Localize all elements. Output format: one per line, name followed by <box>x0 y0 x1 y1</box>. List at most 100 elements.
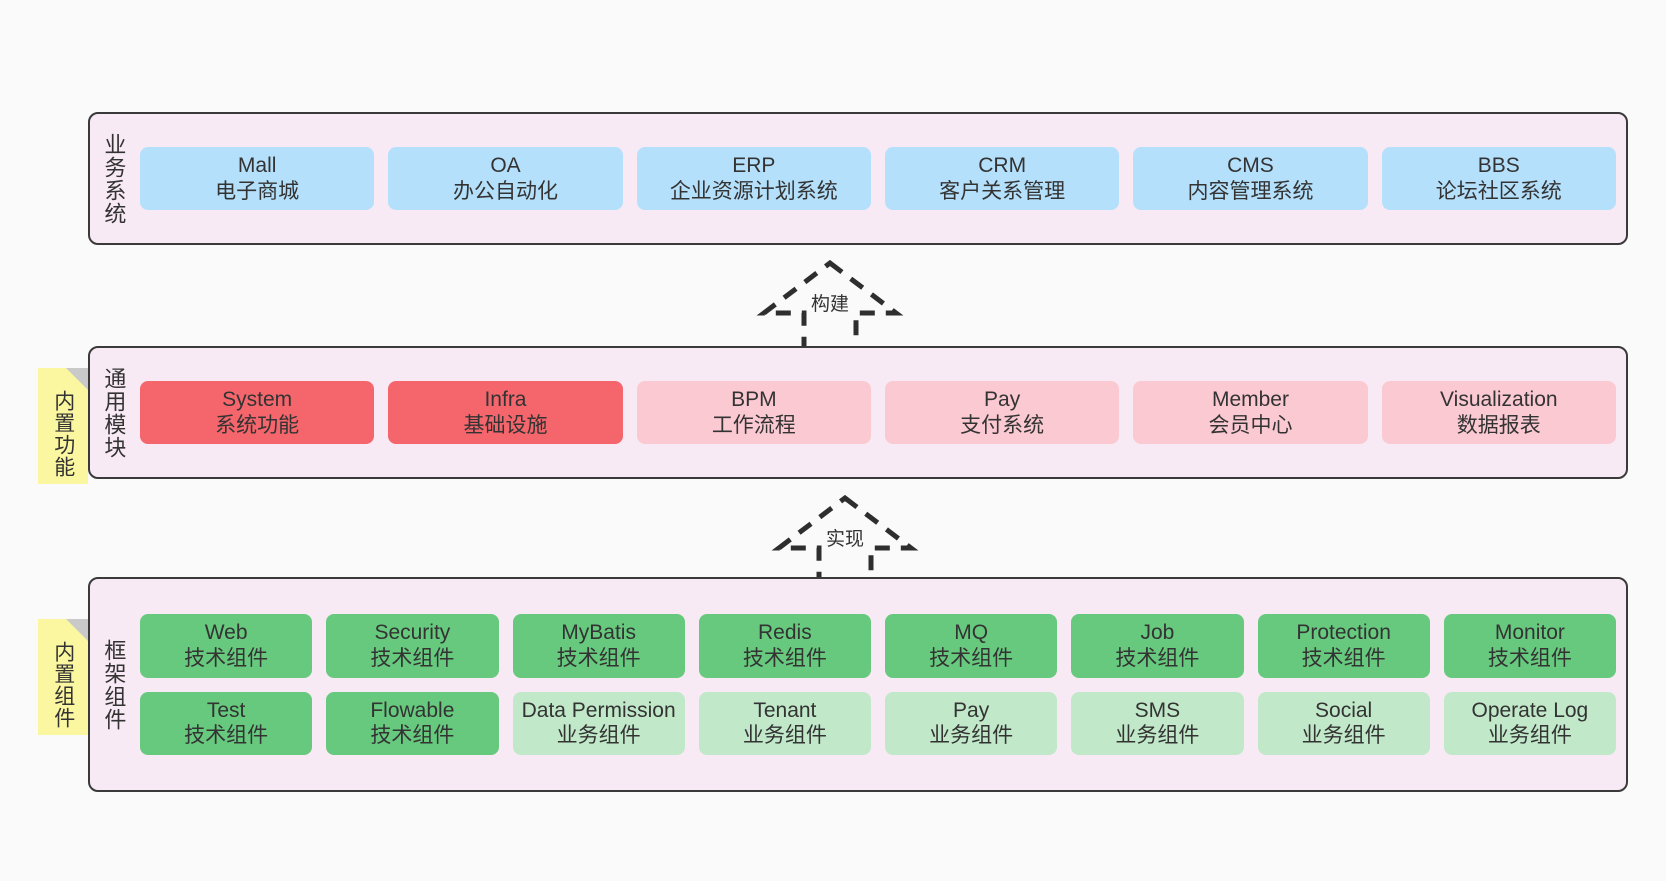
card-oa[interactable]: OA 办公自动化 <box>388 146 623 211</box>
card-pay-component-title: Pay <box>953 698 990 722</box>
card-web-subtitle: 技术组件 <box>184 646 269 670</box>
layer-business-systems-title: 业务系统 <box>101 132 127 225</box>
card-cms[interactable]: CMS 内容管理系统 <box>1133 146 1368 211</box>
card-job[interactable]: Job 技术组件 <box>1071 614 1244 678</box>
card-monitor-title: Monitor <box>1494 621 1565 645</box>
card-system-title: System <box>222 387 293 411</box>
card-mybatis[interactable]: MyBatis 技术组件 <box>512 614 685 678</box>
card-crm-title: CRM <box>978 153 1027 177</box>
card-monitor[interactable]: Monitor 技术组件 <box>1443 614 1616 678</box>
card-tenant-subtitle: 业务组件 <box>742 724 827 748</box>
card-mybatis-title: MyBatis <box>561 621 636 645</box>
card-flowable-subtitle: 技术组件 <box>370 724 455 748</box>
card-pay-component[interactable]: Pay 业务组件 <box>885 691 1058 755</box>
layer-business-systems-body: Mall 电子商城 OA 办公自动化 ERP 企业资源计划系统 CRM 客户关系… <box>136 114 1626 243</box>
connector-build: 构建 <box>755 255 905 355</box>
card-bbs-subtitle: 论坛社区系统 <box>1435 179 1562 203</box>
card-oa-title: OA <box>490 153 521 177</box>
card-mq[interactable]: MQ 技术组件 <box>885 614 1058 678</box>
card-operate-log[interactable]: Operate Log 业务组件 <box>1443 691 1616 755</box>
card-security-title: Security <box>374 621 451 645</box>
card-sms[interactable]: SMS 业务组件 <box>1071 691 1244 755</box>
card-pay-component-subtitle: 业务组件 <box>929 724 1014 748</box>
card-mall-title: Mall <box>237 153 277 177</box>
card-infra[interactable]: Infra 基础设施 <box>388 380 623 445</box>
note-builtin-components: 内置组件 <box>38 619 88 735</box>
note-builtin-components-label: 内置组件 <box>51 641 75 729</box>
card-social-subtitle: 业务组件 <box>1301 724 1386 748</box>
card-tenant[interactable]: Tenant 业务组件 <box>698 691 871 755</box>
card-mybatis-subtitle: 技术组件 <box>556 646 641 670</box>
card-social[interactable]: Social 业务组件 <box>1257 691 1430 755</box>
card-oa-subtitle: 办公自动化 <box>452 179 558 203</box>
card-visualization-subtitle: 数据报表 <box>1456 413 1541 437</box>
card-web-title: Web <box>204 621 248 645</box>
business-systems-row: Mall 电子商城 OA 办公自动化 ERP 企业资源计划系统 CRM 客户关系… <box>140 146 1616 211</box>
card-bbs[interactable]: BBS 论坛社区系统 <box>1381 146 1616 211</box>
card-mq-subtitle: 技术组件 <box>929 646 1014 670</box>
card-flowable-title: Flowable <box>370 698 455 722</box>
connector-implement: 实现 <box>770 490 920 590</box>
card-redis-subtitle: 技术组件 <box>742 646 827 670</box>
card-protection-subtitle: 技术组件 <box>1301 646 1386 670</box>
card-bpm-title: BPM <box>731 387 777 411</box>
note-fold-corner-icon <box>66 368 88 390</box>
card-erp-title: ERP <box>732 153 776 177</box>
card-monitor-subtitle: 技术组件 <box>1487 646 1572 670</box>
card-crm-subtitle: 客户关系管理 <box>939 179 1066 203</box>
layer-common-modules: 通用模块 System 系统功能 Infra 基础设施 BPM 工作流程 Pay… <box>88 346 1628 479</box>
card-infra-title: Infra <box>484 387 527 411</box>
card-test-title: Test <box>206 698 246 722</box>
note-builtin-features: 内置功能 <box>38 368 88 484</box>
card-mall[interactable]: Mall 电子商城 <box>140 146 375 211</box>
card-flowable[interactable]: Flowable 技术组件 <box>326 691 499 755</box>
connector-build-label: 构建 <box>810 294 849 315</box>
card-redis[interactable]: Redis 技术组件 <box>698 614 871 678</box>
card-system[interactable]: System 系统功能 <box>140 380 375 445</box>
card-erp[interactable]: ERP 企业资源计划系统 <box>636 146 871 211</box>
card-redis-title: Redis <box>758 621 812 645</box>
card-data-permission[interactable]: Data Permission 业务组件 <box>512 691 685 755</box>
card-sms-subtitle: 业务组件 <box>1115 724 1200 748</box>
common-modules-row: System 系统功能 Infra 基础设施 BPM 工作流程 Pay 支付系统… <box>140 380 1616 445</box>
card-web[interactable]: Web 技术组件 <box>140 614 313 678</box>
card-member[interactable]: Member 会员中心 <box>1133 380 1368 445</box>
layer-common-modules-body: System 系统功能 Infra 基础设施 BPM 工作流程 Pay 支付系统… <box>136 348 1626 477</box>
card-visualization-title: Visualization <box>1440 387 1558 411</box>
card-security[interactable]: Security 技术组件 <box>326 614 499 678</box>
layer-framework-components: 框架组件 Web 技术组件 Security 技术组件 MyBatis 技术组件… <box>88 577 1628 792</box>
framework-row-business: Test 技术组件 Flowable 技术组件 Data Permission … <box>140 691 1616 755</box>
card-data-permission-subtitle: 业务组件 <box>556 724 641 748</box>
card-security-subtitle: 技术组件 <box>370 646 455 670</box>
card-sms-title: SMS <box>1134 698 1181 722</box>
card-pay-module-subtitle: 支付系统 <box>960 413 1045 437</box>
note-fold-corner-icon <box>66 619 88 641</box>
card-job-subtitle: 技术组件 <box>1115 646 1200 670</box>
card-protection-title: Protection <box>1296 621 1391 645</box>
card-tenant-title: Tenant <box>753 698 817 722</box>
card-cms-title: CMS <box>1227 153 1274 177</box>
card-member-title: Member <box>1211 387 1289 411</box>
card-operate-log-title: Operate Log <box>1471 698 1589 722</box>
card-mall-subtitle: 电子商城 <box>215 179 300 203</box>
connector-implement-label: 实现 <box>825 529 864 550</box>
card-bpm[interactable]: BPM 工作流程 <box>636 380 871 445</box>
card-system-subtitle: 系统功能 <box>215 413 300 437</box>
card-protection[interactable]: Protection 技术组件 <box>1257 614 1430 678</box>
card-erp-subtitle: 企业资源计划系统 <box>669 179 838 203</box>
card-job-title: Job <box>1140 621 1175 645</box>
layer-framework-components-body: Web 技术组件 Security 技术组件 MyBatis 技术组件 Redi… <box>136 579 1626 790</box>
card-social-title: Social <box>1315 698 1373 722</box>
layer-business-systems: 业务系统 Mall 电子商城 OA 办公自动化 ERP 企业资源计划系统 CRM… <box>88 112 1628 245</box>
card-visualization[interactable]: Visualization 数据报表 <box>1381 380 1616 445</box>
card-pay-module[interactable]: Pay 支付系统 <box>884 380 1120 445</box>
card-data-permission-title: Data Permission <box>521 698 676 722</box>
card-test[interactable]: Test 技术组件 <box>140 691 313 755</box>
card-member-subtitle: 会员中心 <box>1208 413 1293 437</box>
card-pay-module-title: Pay <box>984 387 1021 411</box>
layer-common-modules-title: 通用模块 <box>101 366 127 459</box>
layer-framework-components-title: 框架组件 <box>101 638 127 731</box>
card-crm[interactable]: CRM 客户关系管理 <box>884 146 1120 211</box>
card-bpm-subtitle: 工作流程 <box>711 413 796 437</box>
framework-row-technical: Web 技术组件 Security 技术组件 MyBatis 技术组件 Redi… <box>140 614 1616 678</box>
